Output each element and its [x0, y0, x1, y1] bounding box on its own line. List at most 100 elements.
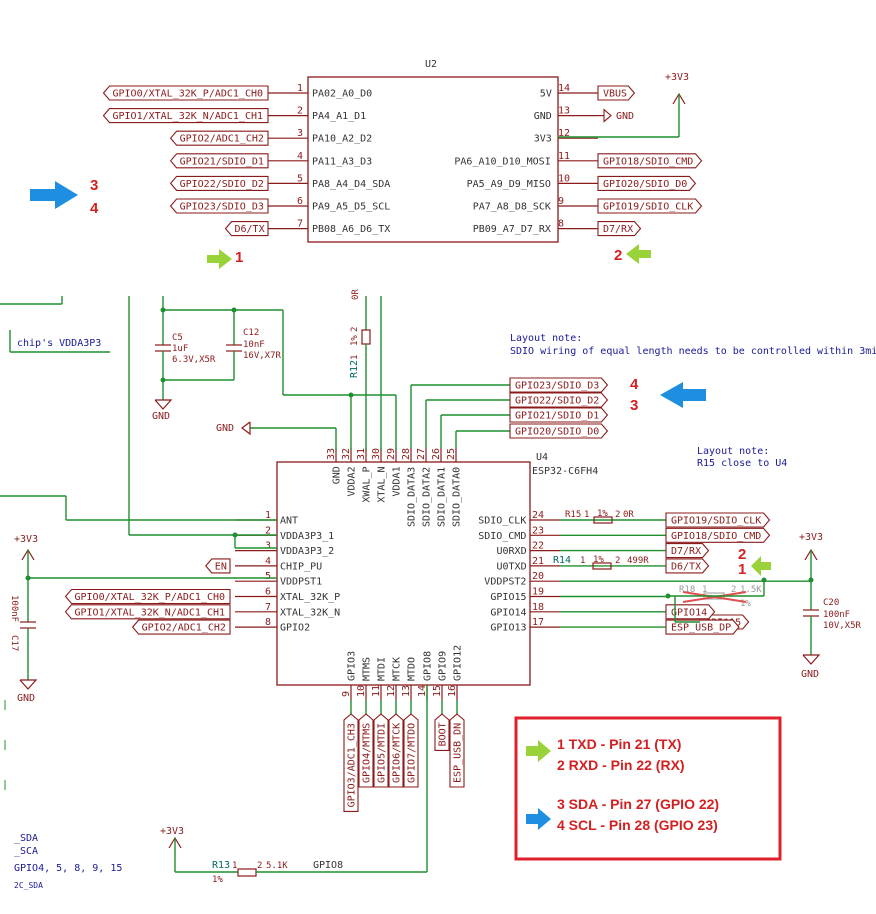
u4-pin-name: CHIP_PU [280, 561, 322, 572]
u4-gnd: GND [216, 421, 337, 450]
u2-net-label: D7/RX [603, 224, 633, 235]
svg-text:1: 1 [738, 561, 746, 578]
svg-text:10nF: 10nF [243, 340, 265, 350]
c5: C5 1uF 6.3V,X5R [172, 333, 216, 365]
partial-labels: _SDA _SCA GPIO4, 5, 8, 9, 15 2C_SDA [14, 833, 122, 890]
u4-net-label-tag [665, 543, 710, 559]
u4-pin-num: 3 [265, 541, 271, 552]
u2-net-label-tag [169, 130, 269, 146]
svg-text:1: 1 [580, 556, 585, 566]
r15: R15 1 1% 2 0R [565, 509, 634, 524]
svg-text:1: 1 [232, 861, 237, 871]
u2-pin-num: 8 [558, 219, 564, 230]
svg-text:SDIO wiring of equal length ne: SDIO wiring of equal length needs to be … [510, 346, 876, 357]
svg-text:Layout note:: Layout note: [510, 333, 582, 344]
legend-green-arrow-icon [526, 740, 551, 762]
u2-net-label-tag [169, 198, 269, 214]
u4-bottom-net-label: GPIO6/MTCK [392, 723, 403, 783]
blue-arrow-left: 3 4 [30, 177, 99, 217]
u4-pin-name: SDIO_DATA1 [437, 467, 448, 527]
u4-pin-name: VDDPST2 [484, 577, 526, 588]
svg-text:R12: R12 [349, 360, 360, 378]
u4-pin-name: GPIO13 [490, 623, 526, 634]
u4-pin-name: GPIO2 [280, 623, 310, 634]
svg-text:C20: C20 [823, 598, 839, 608]
layout-note-1: Layout note: SDIO wiring of equal length… [510, 333, 876, 357]
svg-text:R13: R13 [212, 860, 230, 871]
u4-bottom-net-label: BOOT [438, 722, 449, 746]
u4-sdio-label-tag [509, 423, 609, 439]
u4-pin-num: 15 [432, 685, 443, 697]
u4-pin-name: SDIO_DATA0 [452, 467, 463, 527]
u4-net-label-tag [665, 558, 710, 574]
u4-bottom-net-label: GPIO3/ADC1_CH3 [347, 723, 358, 807]
u2-pin-name: PA11_A3_D3 [312, 156, 372, 167]
r18: R18 1 2 1.5K 1% [665, 580, 765, 623]
u4-sdio-label: GPIO20/SDIO_D0 [515, 427, 599, 438]
u2-pin-name: PA6_A10_D10_MOSI [454, 156, 550, 167]
u4-net-label: GPIO2/ADC1_CH2 [142, 623, 226, 634]
svg-text:2: 2 [615, 510, 620, 520]
u2-net-label: GPIO0/XTAL_32K_P/ADC1_CH0 [113, 89, 264, 100]
u4-pin-num: 25 [446, 448, 457, 460]
u2-net-label: GPIO19/SDIO_CLK [603, 202, 693, 213]
u4-pin-num: 12 [386, 685, 397, 697]
u2-net-label: VBUS [603, 89, 627, 100]
u2-ref: U2 [425, 59, 437, 70]
svg-text:1%: 1% [740, 599, 751, 609]
green-arrow-u4: 2 1 [738, 546, 771, 578]
c17-power: +3V3 GND 100nF C17 [9, 534, 277, 704]
u2-body [307, 76, 559, 243]
svg-text:100nF: 100nF [823, 610, 850, 620]
u4-bottom-net-label-tag [388, 713, 404, 788]
u4-net-label-tag [665, 527, 771, 543]
svg-text:GND: GND [216, 423, 234, 434]
vdda-wiring: GND [0, 296, 351, 549]
u2-pin-name: PA4_A1_D1 [312, 111, 366, 122]
u4-net-label: GPIO1/XTAL_32K_N/ADC1_CH1 [75, 607, 226, 618]
svg-text:499R: 499R [627, 556, 649, 566]
u4-pin-name: XTAL_32K_P [280, 592, 340, 603]
u4-pin-name: U0RXD [497, 546, 527, 557]
svg-text:4: 4 [90, 200, 99, 217]
u4-bottom-net-label-tag [434, 713, 450, 751]
svg-text:16V,X7R: 16V,X7R [243, 351, 282, 361]
u4-pin-num: 30 [371, 448, 382, 460]
u4-bottom-net-label-tag [373, 713, 389, 788]
svg-text:1: 1 [350, 355, 360, 360]
u4-pin-name: GPIO9 [438, 651, 449, 681]
u2-net-label-tag [597, 175, 697, 191]
u2-net-label-tag [597, 198, 703, 214]
u4-bottom-net-label: GPIO4/MTMS [362, 723, 373, 783]
u4-net-label: GPIO14 [671, 607, 707, 618]
u4-pin-num: 8 [265, 617, 271, 628]
u4-net-label: GPIO0/XTAL_32K_P/ADC1_CH0 [75, 592, 226, 603]
svg-text:1.5K: 1.5K [740, 585, 762, 595]
u2-pin-num: 2 [297, 106, 303, 117]
u4-pin-num: 27 [416, 448, 427, 460]
u4-pin-name: SDIO_DATA2 [422, 467, 433, 527]
u2-net-label-tag [597, 85, 636, 101]
u2-pin-num: 4 [297, 151, 303, 162]
u2-pin-num: 5 [297, 173, 303, 184]
u4-pin-name: GPIO15 [490, 592, 526, 603]
u4-pin-name: GPIO3 [347, 651, 358, 681]
u4-pin-name: SDIO_CLK [478, 516, 526, 527]
legend-line-2: 2 RXD - Pin 22 (RX) [557, 757, 685, 773]
u4-pin-name: XWAL_P [362, 466, 373, 502]
u2-3v3-power: +3V3 [558, 72, 689, 138]
u4-pin-num: 28 [401, 448, 412, 460]
u4-pin-name: U0TXD [497, 561, 527, 572]
u4-pin-name: GPIO14 [490, 607, 526, 618]
svg-text:4: 4 [630, 376, 639, 393]
u4-pin-num: 21 [532, 556, 544, 567]
u4-pin-num: 29 [386, 448, 397, 460]
u4-pin-num: 14 [417, 685, 428, 697]
u2-3v3-label: +3V3 [665, 72, 689, 83]
u4-pin-name: VDDA3P3_2 [280, 546, 334, 557]
svg-text:Layout note:: Layout note: [697, 446, 769, 457]
u4-sdio-label-tag [509, 377, 609, 393]
